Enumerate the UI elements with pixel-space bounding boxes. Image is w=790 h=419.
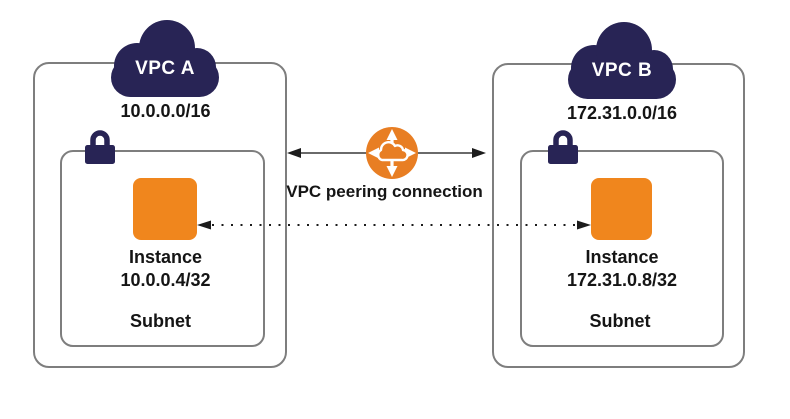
vpc-peering-arrow [287, 148, 486, 158]
instance-a-label: Instance [128, 247, 203, 267]
subnet-b-label: Subnet [589, 311, 651, 331]
instance-b-label: Instance [585, 247, 659, 267]
vpc-peering-connection-label: VPC peering connection [286, 182, 483, 201]
subnet-a-label: Subnet [130, 311, 191, 331]
vpc-b-cidr-label: 172.31.0.0/16 [566, 103, 678, 123]
instance-a-ip-label: 10.0.0.4/32 [120, 270, 211, 290]
subnet-a-box [60, 150, 265, 347]
instance-a-icon [133, 178, 197, 240]
vpc-peering-icon [366, 127, 418, 179]
vpc-b-name-label: VPC B [591, 60, 653, 81]
instance-b-ip-label: 172.31.0.8/32 [566, 270, 678, 290]
vpc-a-name-label: VPC A [135, 58, 195, 79]
instance-b-icon [591, 178, 652, 240]
vpc-a-cidr-label: 10.0.0.0/16 [120, 101, 211, 121]
subnet-b-box [520, 150, 724, 347]
